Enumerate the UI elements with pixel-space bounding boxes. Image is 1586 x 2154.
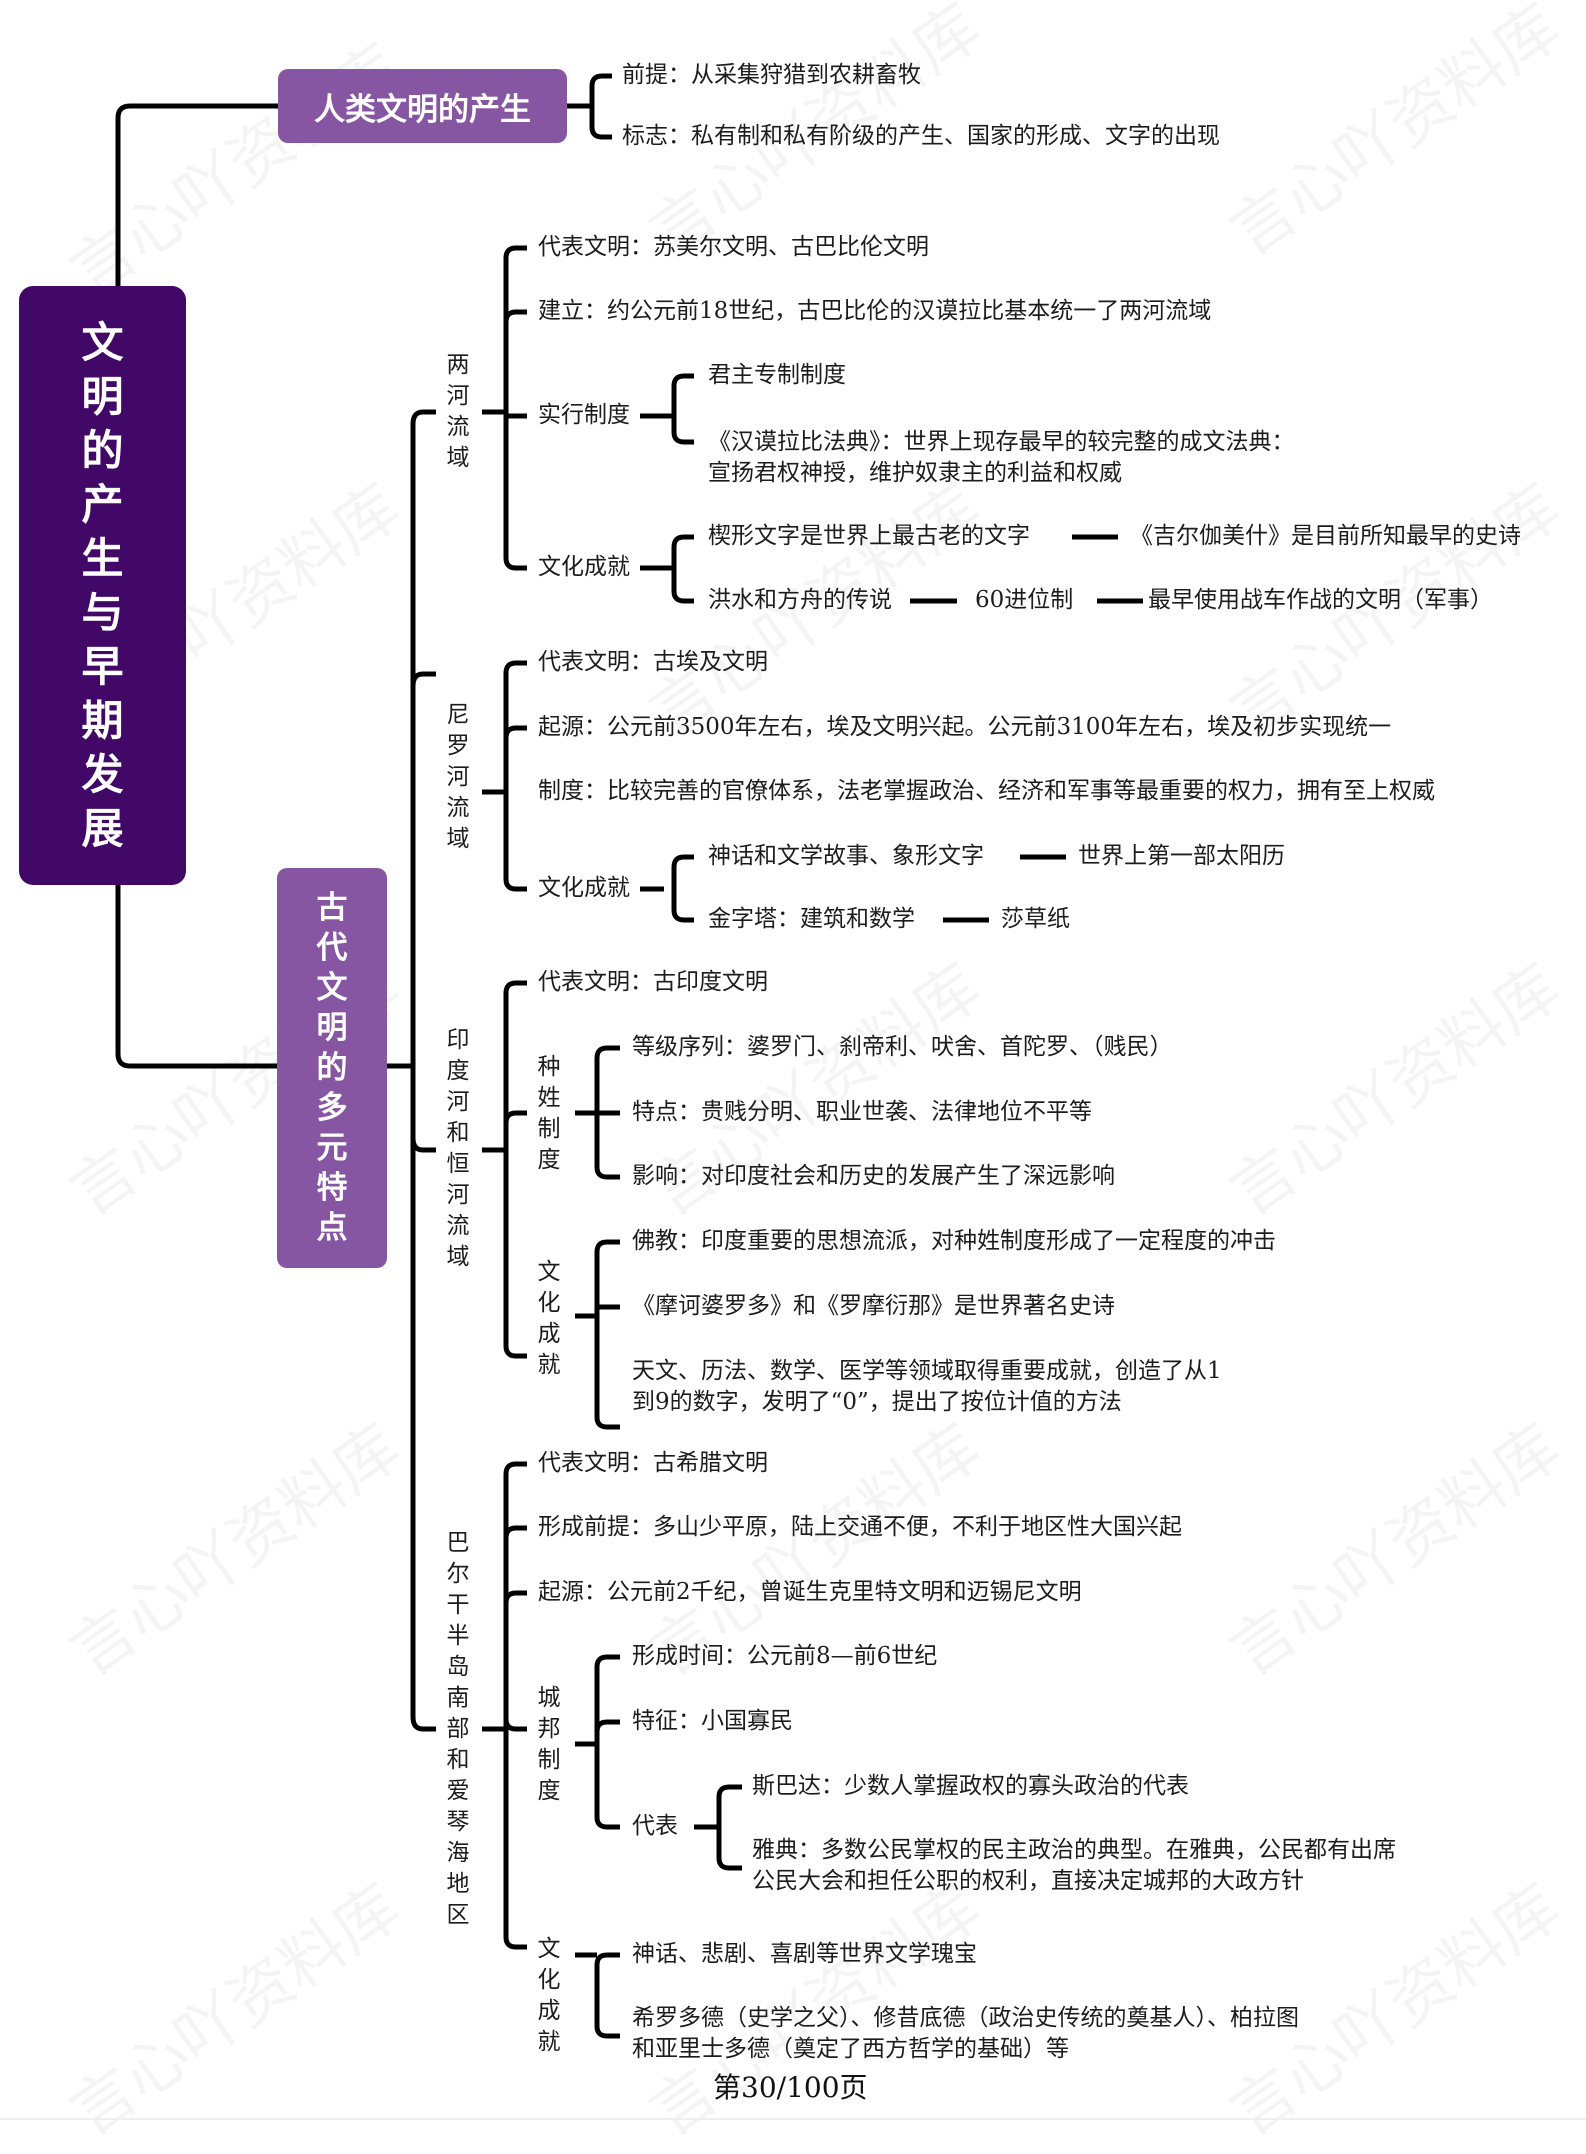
india-culture-item: 佛教：印度重要的思想流派，对种姓制度形成了一定程度的冲击 xyxy=(632,1228,1276,1254)
meso-culture-item: 《吉尔伽美什》是目前所知最早的史诗 xyxy=(1130,523,1521,549)
region-label-india: 印度河和恒河流域 xyxy=(446,1027,470,1270)
india-caste-item: 等级序列：婆罗门、刹帝利、吠舍、首陀罗、（贱民） xyxy=(632,1034,1173,1060)
category-box-origin: 人类文明的产生 xyxy=(278,69,567,143)
citystate-representative: 雅典：多数公民掌权的民主政治的典型。在雅典，公民都有出席公民大会和担任公职的权利… xyxy=(752,1837,1396,1894)
india-culture-item: 《摩诃婆罗多》和《罗摩衍那》是世界著名史诗 xyxy=(632,1293,1115,1319)
nile-origin: 起源：公元前3500年左右，埃及文明兴起。公元前3100年左右，埃及初步实现统一 xyxy=(538,714,1392,740)
meso-system-label: 实行制度 xyxy=(538,402,630,428)
greece-citystate-label: 城邦制度 xyxy=(537,1685,561,1804)
category-box-diverse: 古代文明的多元特点 xyxy=(277,868,387,1268)
meso-culture-label: 文化成就 xyxy=(538,554,630,580)
greece-culture-label: 文化成就 xyxy=(537,1936,561,2055)
meso-culture-item: 楔形文字是世界上最古老的文字 xyxy=(708,523,1030,549)
india-representative: 代表文明：古印度文明 xyxy=(538,969,768,995)
nile-culture-item: 神话和文学故事、象形文字 xyxy=(708,843,984,869)
category-label: 古代文明的多元特点 xyxy=(316,890,348,1246)
meso-establish: 建立：约公元前18世纪，古巴比伦的汉谟拉比基本统一了两河流域 xyxy=(538,298,1212,324)
india-caste-item: 特点：贵贱分明、职业世袭、法律地位不平等 xyxy=(632,1099,1092,1125)
bottom-divider xyxy=(0,2118,1586,2120)
meso-representative: 代表文明：苏美尔文明、古巴比伦文明 xyxy=(538,234,929,260)
citystate-feature: 特征：小国寡民 xyxy=(632,1708,793,1734)
category-label: 人类文明的产生 xyxy=(314,91,531,128)
region-label-greece: 巴尔干半岛南部和爱琴海地区 xyxy=(446,1530,470,1928)
origin-premise: 前提：从采集狩猎到农耕畜牧 xyxy=(622,62,921,88)
meso-culture-item: 最早使用战车作战的文明（军事） xyxy=(1148,587,1493,613)
meso-culture-item: 洪水和方舟的传说 xyxy=(708,587,892,613)
greece-representative: 代表文明：古希腊文明 xyxy=(538,1450,768,1476)
main-title-box: 文明的产生与早期发展 xyxy=(19,286,186,885)
citystate-time: 形成时间：公元前8—前6世纪 xyxy=(632,1643,938,1669)
nile-culture-label: 文化成就 xyxy=(538,875,630,901)
page-title: 文明的产生与早期发展 xyxy=(81,317,124,853)
india-caste-item: 影响：对印度社会和历史的发展产生了深远影响 xyxy=(632,1163,1115,1189)
meso-culture-item: 60进位制 xyxy=(975,587,1074,613)
citystate-representative: 斯巴达：少数人掌握政权的寡头政治的代表 xyxy=(752,1773,1189,1799)
nile-culture-item: 世界上第一部太阳历 xyxy=(1078,843,1285,869)
region-label-nile: 尼罗河流域 xyxy=(446,702,470,852)
nile-culture-item: 金字塔：建筑和数学 xyxy=(708,906,915,932)
page-number: 第30/100页 xyxy=(713,2071,868,2104)
india-culture-label: 文化成就 xyxy=(537,1259,561,1378)
meso-system-item: 《汉谟拉比法典》：世界上现存最早的较完整的成文法典：宣扬君权神授，维护奴隶主的利… xyxy=(708,429,1295,486)
nile-system: 制度：比较完善的官僚体系，法老掌握政治、经济和军事等最重要的权力，拥有至上权威 xyxy=(538,778,1435,804)
greece-culture-item: 希罗多德（史学之父）、修昔底德（政治史传统的奠基人）、柏拉图和亚里士多德（奠定了… xyxy=(632,2005,1299,2062)
nile-culture-item: 莎草纸 xyxy=(1001,906,1070,932)
nile-representative: 代表文明：古埃及文明 xyxy=(538,649,768,675)
greece-culture-item: 神话、悲剧、喜剧等世界文学瑰宝 xyxy=(632,1941,977,1967)
meso-system-item: 君主专制制度 xyxy=(708,362,846,388)
origin-marker: 标志：私有制和私有阶级的产生、国家的形成、文字的出现 xyxy=(622,123,1220,149)
india-caste-label: 种姓制度 xyxy=(537,1054,561,1173)
greece-premise: 形成前提：多山少平原，陆上交通不便，不利于地区性大国兴起 xyxy=(538,1514,1182,1540)
greece-origin: 起源：公元前2千纪，曾诞生克里特文明和迈锡尼文明 xyxy=(538,1579,1082,1605)
india-culture-item: 天文、历法、数学、医学等领域取得重要成就，创造了从1到9的数字，发明了“0”，提… xyxy=(632,1358,1222,1415)
citystate-representatives-label: 代表 xyxy=(632,1813,678,1839)
region-label-mesopotamia: 两河流域 xyxy=(446,352,470,471)
